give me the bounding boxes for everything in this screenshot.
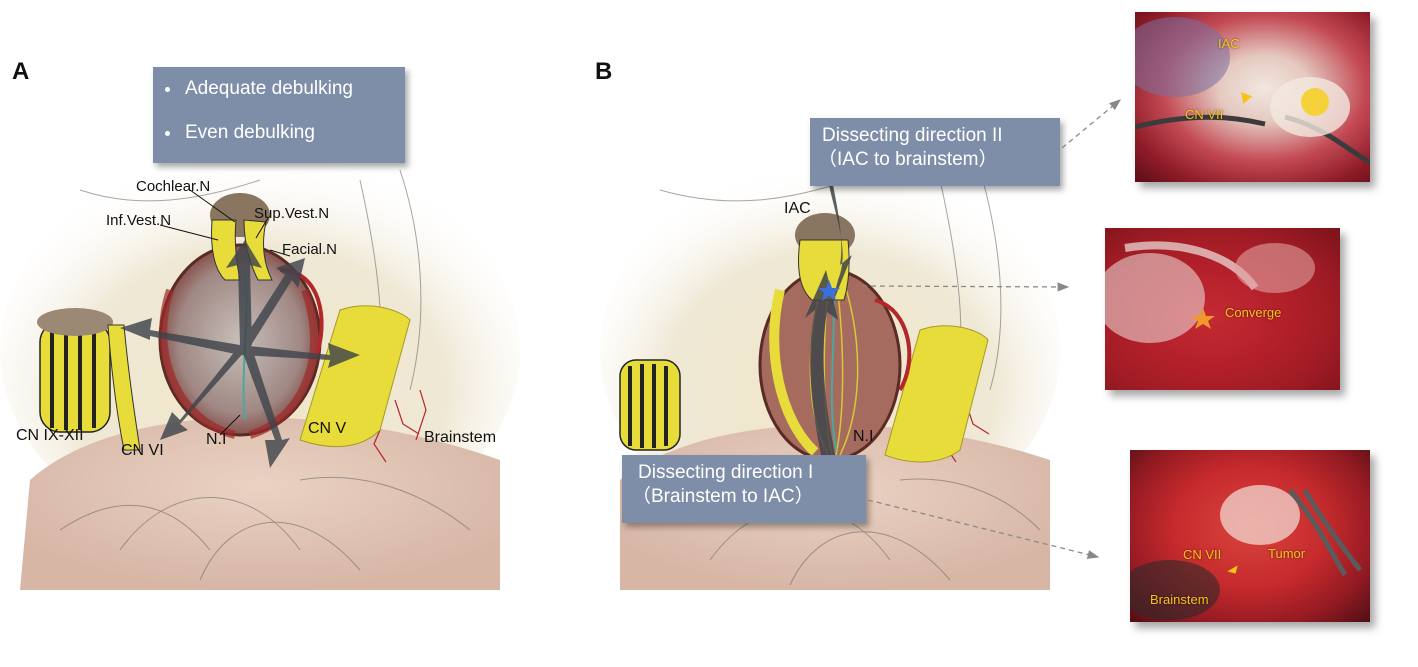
- photo-bottom-label-brainstem: Brainstem: [1150, 592, 1209, 607]
- box-dissecting-direction-ii: Dissecting direction II （IAC to brainste…: [810, 118, 1060, 186]
- label-cn-v: CN V: [308, 420, 347, 437]
- panel-a-sketch-lines: [59, 169, 471, 581]
- photo-bottom: CN VII Tumor Brainstem: [1130, 450, 1370, 622]
- panel-a-illustration: [0, 150, 520, 590]
- panel-a-bullet-list: Adequate debulking Even debulking: [153, 77, 405, 145]
- panel-a-bullet-2: Even debulking: [153, 121, 405, 145]
- panel-b-cn-v: [884, 325, 989, 463]
- label-cn-ix-xii: CN IX-XII: [16, 427, 84, 444]
- label-inf-vest-n: Inf.Vest.N: [106, 212, 172, 229]
- panel-b-cn-ix-xii: [619, 359, 681, 451]
- leader-box-ii-to-top-photo: [1061, 99, 1122, 149]
- panel-a-debulking-arrows: [120, 240, 360, 468]
- panel-a-leader-lines: [159, 189, 291, 436]
- photo-middle-scene: [1105, 241, 1315, 343]
- panel-a-cn-ix-xii: [37, 308, 113, 433]
- leader-converge-to-middle-photo: [861, 282, 1070, 292]
- photo-top-label-iac: IAC: [1218, 36, 1240, 51]
- photo-middle-converge-star: [1191, 308, 1215, 329]
- box-i-line-1: Dissecting direction I: [638, 462, 814, 483]
- panel-b-letter: B: [595, 58, 613, 85]
- photo-bottom-label-cn-vii: CN VII: [1183, 547, 1222, 562]
- photo-middle-label-converge: Converge: [1225, 305, 1282, 320]
- panel-a-letter: A: [12, 58, 30, 85]
- panel-a-cn-v: [299, 305, 411, 448]
- label-sup-vest-n: Sup.Vest.N: [254, 205, 330, 222]
- box-dissecting-direction-i: Dissecting direction I （Brainstem to IAC…: [622, 455, 866, 523]
- panel-b-arrow-direction-ii: [828, 180, 852, 310]
- label-facial-n: Facial.N: [282, 241, 338, 258]
- box-ii-line-1: Dissecting direction II: [822, 125, 1003, 146]
- label-n-i-a: N.I: [206, 431, 227, 448]
- panel-a-brainstem: [20, 417, 500, 590]
- photo-top-label-cn-vii: CN VII: [1185, 107, 1224, 122]
- photo-top: IAC CN VII: [1135, 12, 1370, 182]
- label-cn-vi: CN VI: [121, 442, 164, 459]
- label-cochlear-n: Cochlear.N: [136, 178, 211, 195]
- photo-middle: Converge: [1105, 228, 1340, 390]
- leader-box-i-to-bottom-photo: [867, 499, 1100, 559]
- panel-a-bullet-1: Adequate debulking: [153, 77, 405, 101]
- photo-top-scene: [1135, 17, 1370, 165]
- panel-a-iac: [210, 193, 273, 281]
- label-iac-b: IAC: [784, 200, 811, 217]
- panel-b-arrow-direction-i: [805, 270, 838, 460]
- photo-bottom-label-tumor: Tumor: [1268, 546, 1306, 561]
- label-brainstem-a: Brainstem: [424, 429, 497, 446]
- panel-b-iac: [795, 213, 855, 301]
- photo-bottom-scene: [1130, 485, 1362, 620]
- box-i-line-2: （Brainstem to IAC）: [632, 486, 814, 507]
- panel-b-converge-star: [818, 280, 840, 301]
- box-ii-line-2: （IAC to brainstem）: [818, 149, 998, 170]
- panel-a-info-box: Adequate debulking Even debulking: [153, 67, 405, 163]
- label-n-i-b: N.I: [853, 428, 874, 445]
- panel-a-cn-vi: [107, 324, 141, 451]
